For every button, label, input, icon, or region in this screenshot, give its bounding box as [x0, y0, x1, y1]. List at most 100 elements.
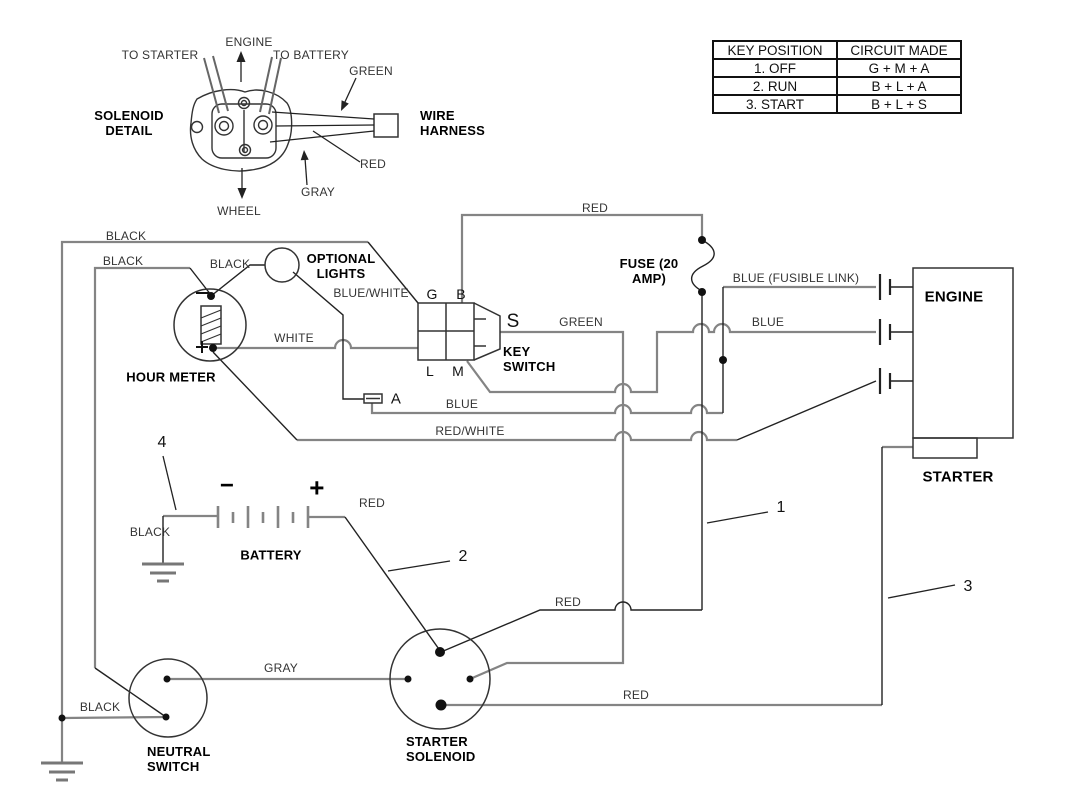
starter-box — [912, 437, 978, 459]
table-row: 1. OFF G + M + A — [712, 58, 962, 78]
table-header-key-position: KEY POSITION — [712, 40, 838, 60]
terminal-label-l: L — [426, 363, 434, 379]
callout-1: 1 — [776, 499, 786, 516]
terminal-bottom — [238, 143, 252, 157]
component-label-neutral-switch: NEUTRAL SWITCH — [147, 744, 211, 774]
battery-minus-sign: − — [219, 472, 235, 499]
component-label-hour-meter: HOUR METER — [126, 369, 216, 385]
wire-label-black-mid: BLACK — [102, 254, 144, 268]
wire-label-gray: GRAY — [264, 661, 298, 675]
wire-label-white: WHITE — [274, 331, 314, 345]
wire-harness-label: WIRE HARNESS — [420, 108, 485, 138]
terminal-label-s: S — [506, 311, 520, 332]
callout1-leader — [706, 511, 769, 524]
hour-meter-coil — [200, 305, 222, 345]
red-leader — [312, 130, 361, 163]
terminal-label-m: M — [452, 363, 464, 379]
terminal-top — [237, 96, 251, 110]
callout2-leader — [387, 560, 451, 572]
label-to-starter: TO STARTER — [121, 48, 199, 62]
component-label-key-switch: KEY SWITCH — [503, 344, 556, 374]
wire-fuse-to-solenoid — [440, 601, 702, 653]
fuse-symbol — [690, 239, 715, 292]
battery-symbol — [216, 506, 310, 528]
component-label-optional-lights: OPTIONAL LIGHTS — [306, 251, 376, 281]
wires-black — [94, 241, 883, 718]
a-terminal-box — [363, 393, 383, 404]
hour-meter-circle — [173, 288, 247, 362]
wire-blue-a — [370, 403, 723, 415]
label-to-battery: TO BATTERY — [272, 48, 350, 62]
key-switch-nose — [473, 302, 501, 361]
wire-label-black-meter: BLACK — [209, 257, 251, 271]
callout-4: 4 — [157, 434, 167, 451]
wire-label-red-white: RED/WHITE — [435, 424, 505, 438]
wire-label-black-battery: BLACK — [129, 525, 171, 539]
table-row: 3. START B + L + S — [712, 94, 962, 114]
wire-label-blue-white: BLUE/WHITE — [333, 286, 409, 300]
terminal-label-b: B — [456, 286, 466, 302]
optional-lights-circle — [264, 247, 300, 283]
wire-blue-white — [292, 271, 364, 400]
table-header-circuit-made: CIRCUIT MADE — [836, 40, 962, 60]
wire-black-to-neutral — [94, 667, 167, 718]
solenoid-body — [189, 88, 293, 172]
wires-gray — [60, 213, 913, 763]
component-label-starter-solenoid: STARTER SOLENOID — [406, 734, 476, 764]
component-label-fuse: FUSE (20 AMP) — [619, 256, 679, 286]
terminal-starter — [214, 116, 234, 136]
hour-meter-polarity — [196, 292, 209, 353]
component-label-battery: BATTERY — [240, 547, 302, 563]
solenoid-cables — [203, 55, 282, 115]
table-row: 2. RUN B + L + A — [712, 76, 962, 96]
gray-arrow — [304, 157, 308, 186]
wire-label-black-top: BLACK — [105, 229, 147, 243]
arrow-heads — [236, 51, 349, 199]
callout-3: 3 — [963, 578, 973, 595]
wire-label-blue-engine: BLUE — [751, 315, 785, 329]
component-label-engine: ENGINE — [924, 288, 984, 306]
wire-black-to-g — [367, 241, 419, 304]
wire-black-mid — [93, 266, 190, 668]
wire-red-top — [460, 213, 704, 303]
terminal-label-a: A — [390, 390, 402, 408]
callout-2: 2 — [458, 548, 468, 565]
wire-meter-to-lights — [210, 264, 265, 297]
wire-red-white — [297, 430, 737, 442]
wire-battery-to-solenoid — [344, 516, 442, 653]
wire-meter-to-redwhite — [212, 351, 298, 441]
wire-label-red-battery: RED — [359, 496, 385, 510]
terminal-battery — [253, 115, 273, 135]
wire-black-top — [60, 240, 368, 763]
engine-connectors — [878, 274, 913, 394]
component-outlines — [128, 113, 1014, 738]
wire-label-red-fuse-run: RED — [555, 595, 581, 609]
callout3-leader — [887, 584, 956, 599]
wire-label-blue-a: BLUE — [445, 397, 479, 411]
wire-m-blue — [466, 322, 876, 394]
wire-redwhite-to-engine — [736, 380, 877, 441]
green-arrow — [343, 77, 357, 105]
arrow-lines — [162, 58, 956, 599]
terminal-label-g: G — [426, 286, 438, 302]
label-engine-arrow: ENGINE — [225, 35, 273, 49]
ground-symbols — [41, 562, 184, 782]
wire-black-to-meter — [189, 267, 212, 296]
mount-ear — [190, 120, 204, 134]
wire-black-bottom — [62, 715, 167, 720]
wire-label-blue-fusible: BLUE (FUSIBLE LINK) — [732, 271, 860, 285]
wire-label-green: GREEN — [559, 315, 603, 329]
wire-harness-box — [373, 113, 399, 138]
label-wheel: WHEEL — [217, 204, 261, 218]
battery-plus-sign: + — [309, 472, 325, 503]
starter-solenoid-circle — [389, 628, 491, 730]
label-gray-detail: GRAY — [301, 185, 335, 199]
wire-green — [469, 330, 625, 681]
component-label-starter: STARTER — [922, 468, 994, 486]
wire-label-red-top: RED — [582, 201, 608, 215]
callout4-leader — [162, 455, 177, 511]
wire-white — [214, 338, 418, 350]
solenoid-detail-title: SOLENOID DETAIL — [94, 108, 164, 138]
